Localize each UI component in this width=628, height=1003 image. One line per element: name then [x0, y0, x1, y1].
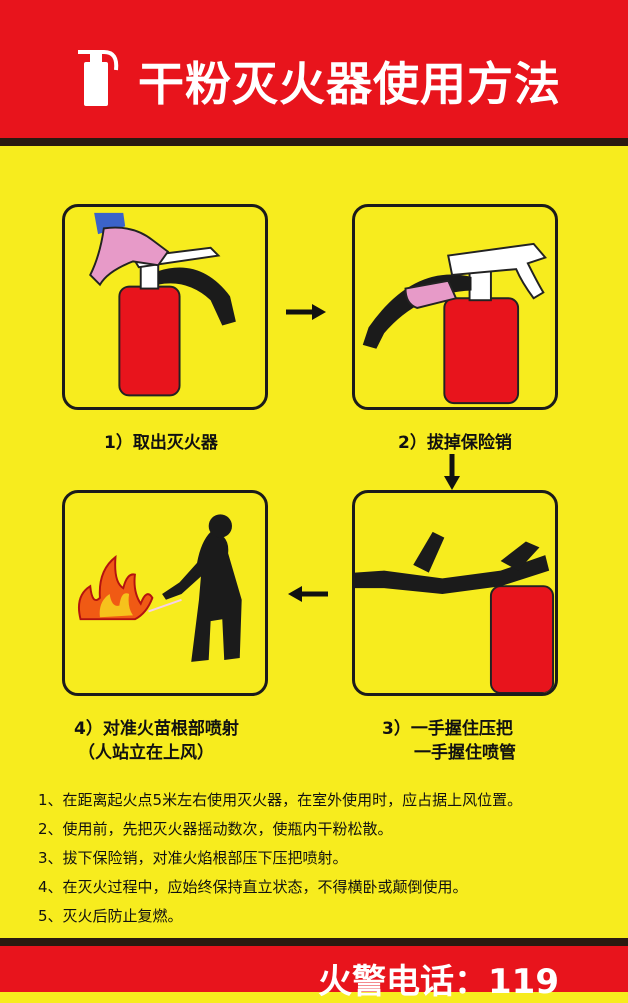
step-3-label: 3）一手握住压把 — [382, 719, 513, 739]
step-2-label: 2）拔掉保险销 — [398, 433, 512, 453]
step-1-label: 1）取出灭火器 — [104, 433, 218, 453]
header-divider — [0, 138, 628, 146]
step-4-label: 4）对准火苗根部喷射 — [74, 719, 239, 739]
note-item: 1、在距离起火点5米左右使用灭火器，在室外使用时，应占据上风位置。 — [38, 791, 523, 809]
note-item: 3、拔下保险销，对准火焰根部压下压把喷射。 — [38, 849, 348, 867]
step-3-sublabel: 一手握住喷管 — [414, 743, 516, 763]
step-2-panel — [352, 204, 558, 410]
step-1-panel — [62, 204, 268, 410]
note-item: 4、在灭火过程中，应始终保持直立状态，不得横卧或颠倒使用。 — [38, 878, 468, 896]
step-4-sublabel: （人站立在上风） — [78, 743, 214, 763]
usage-notes: 1、在距离起火点5米左右使用灭火器，在室外使用时，应占据上风位置。 2、使用前，… — [38, 786, 522, 931]
arrow-right-icon — [286, 304, 326, 320]
fire-phone-number: 火警电话：119 — [318, 962, 559, 1002]
step-3-panel — [352, 490, 558, 696]
arrow-down-icon — [444, 454, 460, 490]
arrow-left-icon — [288, 586, 328, 602]
note-item: 2、使用前，先把灭火器摇动数次，使瓶内干粉松散。 — [38, 820, 393, 838]
footer-divider — [0, 938, 628, 946]
footer-banner — [0, 946, 628, 992]
fire-extinguisher-icon — [78, 50, 119, 106]
note-item: 5、灭火后防止复燃。 — [38, 907, 183, 925]
step-4-panel — [62, 490, 268, 696]
page-title: 干粉灭火器使用方法 — [138, 57, 561, 111]
